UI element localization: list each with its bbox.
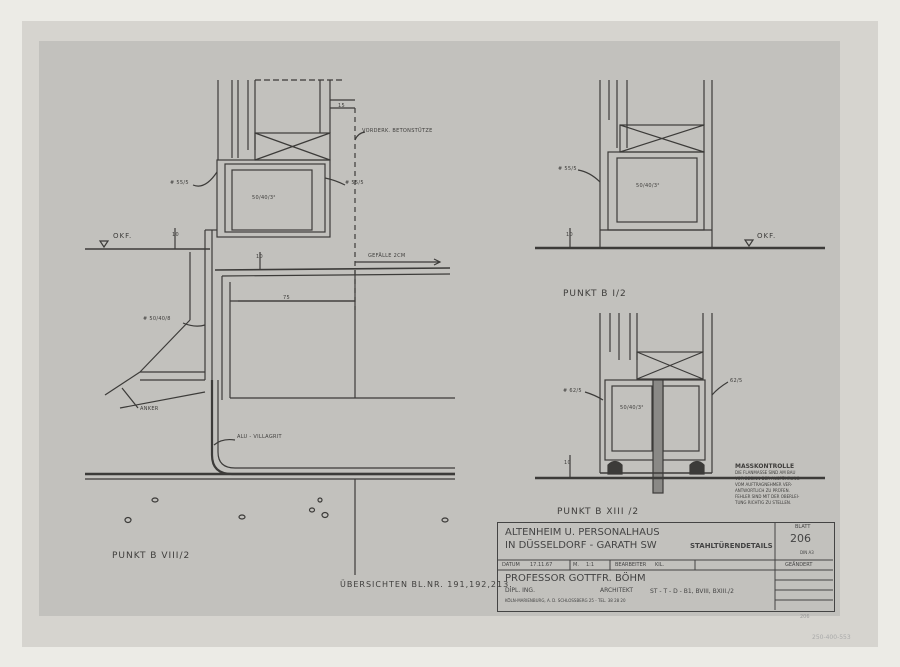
subject: STAHLTÜRENDETAILS (690, 542, 773, 550)
masskontrolle-line: TUNG RICHTIG ZU STELLEN. (735, 500, 792, 505)
masskontrolle-line: FEHLER SIND MIT DER OBERLEI- (735, 494, 800, 499)
datum-value: 17.11.67 (530, 562, 553, 568)
massstab-label: M. (573, 562, 579, 568)
dim-75: 75 (283, 295, 290, 301)
label-okf-left: OKF. (113, 232, 133, 240)
masskontrolle-line: VOR BEGINN DER AUSFÜHRUNG (735, 476, 800, 481)
masskontrolle-line: VOM AUFTRAGNEHMER VER- (735, 482, 793, 487)
dim-10b: 10 (256, 254, 263, 260)
architect-role: ARCHITEKT (600, 587, 634, 594)
label-punkt-b8: PUNKT B VIII/2 (112, 551, 191, 561)
label-alu: ALU - VILLAGRIT (237, 434, 282, 440)
label-okf-right: OKF. (757, 232, 777, 240)
label-box-right: 50/40/3² (636, 183, 660, 189)
bearbeiter-label: BEARBEITER (615, 562, 647, 568)
label-gefaelle: GEFÄLLE 2CM (368, 253, 406, 259)
label-uebersichten: ÜBERSICHTEN BL.NR. 191,192,213. (340, 580, 513, 589)
label-t62-left: # 62/5 (563, 388, 582, 394)
label-t55-left: # 55/5 (170, 180, 189, 186)
label-box-lower: 50/40/3² (620, 405, 644, 411)
blueprint-paper (39, 41, 840, 616)
title-block (497, 522, 835, 612)
bearbeiter-value: KIL. (655, 562, 665, 568)
project-line2: IN DÜSSELDORF - GARATH SW (505, 540, 657, 551)
detail-b1 (535, 80, 825, 250)
dim-10d: 10 (564, 460, 571, 466)
label-t55-left2: # 55/5 (345, 180, 364, 186)
stamp-ref: 250-400-553 (812, 634, 851, 641)
architect-address: KÖLN-MARIENBURG, A. D. SCHLOSSBERG 25 - … (505, 598, 626, 603)
drawing-ref: ST - T - D - B1, BVIII, BXIII./2 (650, 588, 734, 595)
label-t62-right: 62/5 (730, 378, 743, 384)
label-box-left: 50/40/3² (252, 195, 276, 201)
geaendert: GEÄNDERT (785, 562, 813, 568)
architect-name: PROFESSOR GOTTFR. BÖHM (505, 573, 646, 584)
detail-b8 (85, 79, 455, 575)
dim-15: 15 (338, 103, 345, 109)
masskontrolle-line: ANTWORTLICH ZU PRÜFEN. (735, 488, 790, 493)
label-t55-right: # 55/5 (558, 166, 577, 172)
masskontrolle-line: DIE FLANMASSE SIND AM BAU (735, 470, 796, 475)
label-anker: ANKER (140, 406, 159, 412)
masskontrolle-note: MASSKONTROLLE DIE FLANMASSE SIND AM BAU … (735, 463, 800, 506)
architect-title: DIPL. ING. (505, 587, 535, 594)
label-punkt-b1: PUNKT B I/2 (563, 289, 627, 299)
datum-label: DATUM (502, 562, 520, 568)
stamp-num: 206 (800, 614, 810, 620)
blatt-number: 206 (790, 532, 811, 545)
label-punkt-b13: PUNKT B XIII /2 (557, 507, 640, 517)
dim-10a: 10 (172, 232, 179, 238)
masskontrolle-title: MASSKONTROLLE (735, 463, 795, 470)
project-line1: ALTENHEIM U. PERSONALHAUS (505, 527, 660, 538)
din-format: DIN A3 (800, 550, 814, 555)
blatt-label: BLATT (795, 524, 811, 530)
dim-10c: 10 (566, 232, 573, 238)
detail-b13 (535, 313, 825, 494)
massstab-value: 1:1 (586, 562, 595, 568)
label-pipe: # 50/40/8 (143, 316, 171, 322)
label-vorderk: VORDERK. BETONSTÜTZE (362, 128, 433, 134)
